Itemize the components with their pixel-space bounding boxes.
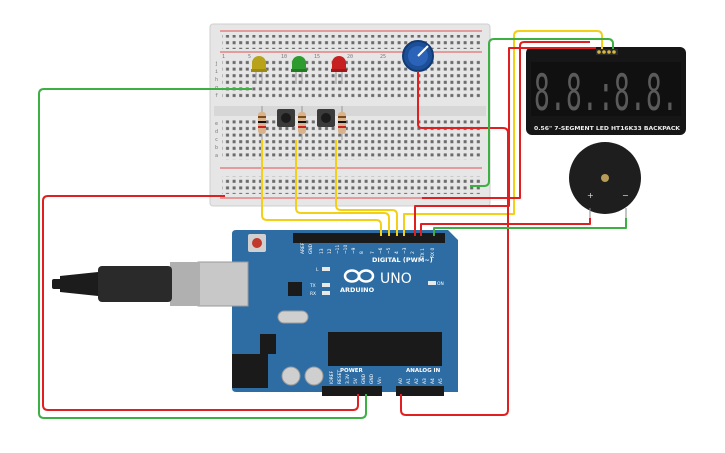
column-number: 10 xyxy=(281,54,287,60)
pin-label: 4 xyxy=(394,251,400,254)
board-digital-pin-labels: AREF GND 13 12 ~11 ~10 ~9 8 7 ~6 ~5 4 ~3… xyxy=(300,242,436,259)
pin-label: RESET xyxy=(337,370,343,384)
wire-red[interactable] xyxy=(422,41,590,199)
push-button[interactable] xyxy=(277,109,295,127)
row-letter-h: h xyxy=(215,77,218,83)
wire-red[interactable] xyxy=(420,218,591,236)
pin-label: A2 xyxy=(414,378,420,384)
pin-label: A3 xyxy=(422,378,428,384)
row-letter-c: c xyxy=(215,137,218,143)
pin-label: ~5 xyxy=(386,247,392,254)
pin-label: 3.3V xyxy=(345,374,351,384)
pin-label: RX 0 xyxy=(430,248,436,258)
svg-text:−: − xyxy=(622,191,629,200)
row-letter-f: f xyxy=(215,93,218,99)
pin-label: IOREF xyxy=(329,370,335,384)
column-number: 20 xyxy=(347,54,353,60)
led-rx-indicator xyxy=(322,291,330,295)
board-brand: ARDUINO xyxy=(340,286,375,294)
led-red[interactable] xyxy=(331,56,347,84)
wire-red[interactable] xyxy=(400,71,509,416)
wire-yellow[interactable] xyxy=(335,140,398,236)
led-on-label: ON xyxy=(437,281,444,287)
column-number: 5 xyxy=(248,54,251,60)
row-letter-i: i xyxy=(215,69,218,75)
resistor[interactable] xyxy=(258,106,266,140)
wire-green[interactable] xyxy=(433,218,627,236)
wire-yellow[interactable] xyxy=(261,140,382,236)
led-l-indicator xyxy=(322,267,330,271)
pin-label: A5 xyxy=(438,378,444,384)
display-label: 0.56" 7-SEGMENT LED HT16K33 BACKPACK xyxy=(534,126,681,132)
svg-text:+: + xyxy=(587,191,594,200)
wire-green[interactable] xyxy=(38,88,367,419)
row-letter-j: j xyxy=(215,61,218,67)
row-letter-a: a xyxy=(215,153,218,159)
pin-label: Vin xyxy=(377,377,383,384)
led-rx-label: RX xyxy=(310,291,316,297)
pin-label: 12 xyxy=(327,248,333,254)
resistor[interactable] xyxy=(338,106,346,140)
board-power-pin-labels: IOREF RESET 3.3V 5V GND GND Vin xyxy=(329,370,383,384)
board-analog-pin-labels: A0 A1 A2 A3 A4 A5 xyxy=(398,378,444,384)
wire-red[interactable] xyxy=(42,195,359,411)
pin-label: ~6 xyxy=(378,247,384,254)
column-number: 15 xyxy=(314,54,320,60)
piezo-buzzer[interactable]: + − xyxy=(569,142,641,218)
column-number: 25 xyxy=(380,54,386,60)
pin-label: ~11 xyxy=(335,245,341,254)
led-l-label: L xyxy=(316,267,319,273)
pin-label: 7 xyxy=(370,251,376,254)
breadboard[interactable] xyxy=(209,23,491,207)
led-yellow[interactable] xyxy=(251,56,267,84)
board-model: UNO xyxy=(380,271,412,287)
pin-label: 13 xyxy=(319,248,325,254)
led-tx-indicator xyxy=(322,283,330,287)
breadboard-row-letters: j i h g f e d c b a xyxy=(215,61,218,159)
display-digits: 8.8.:8.8. xyxy=(534,64,678,122)
arduino-uno-board[interactable] xyxy=(52,230,458,396)
analog-header-label: ANALOG IN xyxy=(406,368,441,374)
led-green[interactable] xyxy=(291,56,307,84)
push-button[interactable] xyxy=(317,109,335,127)
row-letter-d: d xyxy=(215,129,218,135)
pin-label: GND xyxy=(361,373,367,384)
pin-label: A1 xyxy=(406,378,412,384)
led-on-indicator xyxy=(428,281,436,285)
pin-label: ~3 xyxy=(402,247,408,254)
pin-label: A0 xyxy=(398,378,404,384)
pin-label: A4 xyxy=(430,378,436,384)
column-number: 1 xyxy=(222,54,225,60)
pin-label: 8 xyxy=(359,251,365,254)
pin-label: 2 xyxy=(410,251,416,254)
pin-label: ~9 xyxy=(351,247,357,254)
wire-green[interactable] xyxy=(470,38,614,187)
wire-yellow[interactable] xyxy=(403,30,603,236)
row-letter-e: e xyxy=(215,121,218,127)
pin-label: 5V xyxy=(353,378,359,384)
pin-label: GND xyxy=(369,373,375,384)
pin-label: ~10 xyxy=(343,245,349,254)
pin-label: AREF xyxy=(300,242,306,254)
led-tx-label: TX xyxy=(309,283,316,289)
seven-segment-display[interactable]: 8.8.:8.8. 0.56" 7-SEGMENT LED HT16K33 BA… xyxy=(526,47,686,135)
row-letter-b: b xyxy=(215,145,218,151)
digital-header-label: DIGITAL (PWM~) xyxy=(372,256,433,264)
pin-label: TX 1 xyxy=(420,248,426,259)
pin-label: GND xyxy=(308,243,314,254)
potentiometer[interactable] xyxy=(402,40,434,72)
power-header-label: POWER xyxy=(340,368,364,374)
arduino-logo xyxy=(343,269,375,283)
wire-yellow[interactable] xyxy=(295,140,390,236)
resistor[interactable] xyxy=(298,106,306,140)
